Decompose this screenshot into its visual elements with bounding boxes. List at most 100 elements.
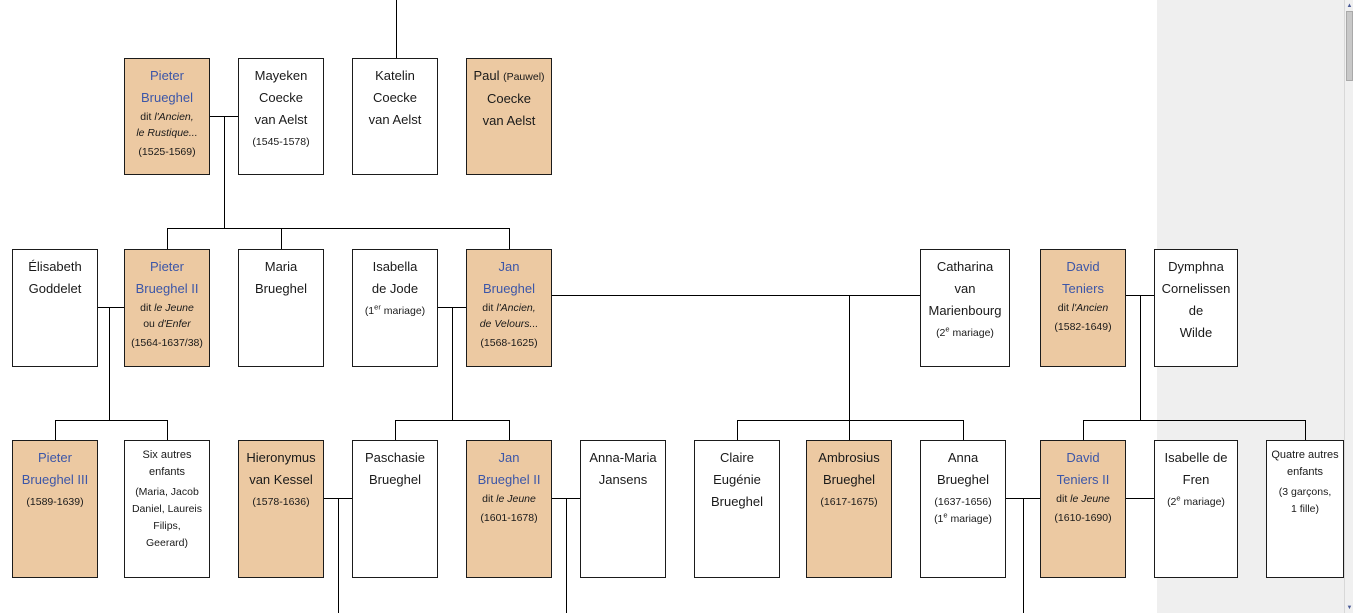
scrollbar-down-button[interactable]: ▼ xyxy=(1345,602,1353,613)
connector-line xyxy=(167,420,168,440)
person-text: (1545-1578) xyxy=(252,136,310,148)
person-link-jan-brueghel-ii[interactable]: Jan xyxy=(498,450,520,465)
connector-line xyxy=(1140,295,1141,420)
person-text: Claire xyxy=(720,450,754,465)
person-link-pieter-brueghel-iii[interactable]: Brueghel III xyxy=(21,472,89,487)
person-text: Brueghel xyxy=(710,494,764,509)
connector-line xyxy=(1023,498,1024,613)
person-link-pieter-brueghel-l-ancien[interactable]: Brueghel xyxy=(140,90,194,105)
person-text: Paul (Pauwel) xyxy=(473,68,545,83)
person-text: Cornelissen xyxy=(1161,281,1231,296)
person-text: de Velours... xyxy=(479,318,539,330)
person-text: enfants xyxy=(1286,466,1324,478)
person-text: dit le Jeune xyxy=(1056,493,1110,505)
person-text: dit l'Ancien xyxy=(1057,302,1109,314)
connector-line xyxy=(396,0,397,58)
person-text: Mayeken xyxy=(254,68,308,83)
person-text: Dymphna xyxy=(1168,259,1224,274)
person-text: le Rustique... xyxy=(136,127,198,139)
person-text: Isabella xyxy=(372,259,418,274)
person-text: van Kessel xyxy=(249,472,313,487)
vertical-scrollbar[interactable]: ▲ ▼ xyxy=(1344,0,1353,613)
connector-line xyxy=(395,420,509,421)
connector-line xyxy=(552,295,920,296)
person-link-jan-brueghel-ii[interactable]: Brueghel II xyxy=(477,472,541,487)
person-text: (1601-1678) xyxy=(480,512,538,524)
connector-line xyxy=(737,420,963,421)
person-text: Filips, xyxy=(153,520,181,532)
person-text: Élisabeth xyxy=(28,259,82,274)
connector-line xyxy=(167,228,168,249)
person-text: Brueghel xyxy=(936,472,990,487)
person-text: dit le Jeune xyxy=(140,302,194,314)
connector-line xyxy=(1083,420,1305,421)
person-text: Coecke xyxy=(486,91,532,106)
person-text: (2e mariage) xyxy=(1167,493,1225,508)
person-text: (1525-1569) xyxy=(138,146,196,158)
person-text: Catharina xyxy=(936,259,994,274)
connector-line xyxy=(55,420,167,421)
person-link-pieter-brueghel-ii[interactable]: Pieter xyxy=(150,259,184,274)
connector-line xyxy=(566,498,567,613)
person-text: Geerard) xyxy=(145,537,188,549)
person-text: Anna-Maria xyxy=(589,450,657,465)
person-text: Brueghel xyxy=(822,472,876,487)
connector-line xyxy=(849,295,850,440)
person-link-david-teniers-ii[interactable]: David xyxy=(1066,450,1100,465)
person-link-david-teniers-l-ancien[interactable]: David xyxy=(1066,259,1100,274)
connector-line xyxy=(963,420,964,440)
person-link-jan-brueghel-l-ancien[interactable]: Brueghel xyxy=(482,281,536,296)
person-link-jan-brueghel-l-ancien[interactable]: Jan xyxy=(498,259,520,274)
connector-line xyxy=(338,498,339,613)
person-text: Daniel, Laureis xyxy=(131,503,203,515)
person-text: (Maria, Jacob xyxy=(135,486,199,498)
scrollbar-thumb[interactable] xyxy=(1346,11,1353,81)
person-text: (1582-1649) xyxy=(1054,321,1112,333)
person-text: Anna xyxy=(947,450,979,465)
person-text: van Aelst xyxy=(368,112,422,127)
person-text: Six autres xyxy=(142,449,192,461)
person-text: Eugénie xyxy=(713,472,761,487)
person-text: Quatre autres xyxy=(1271,449,1339,461)
person-link-david-teniers-l-ancien[interactable]: Teniers xyxy=(1062,281,1104,296)
person-text: Isabelle de xyxy=(1164,450,1228,465)
person-text: dit l'Ancien, xyxy=(482,302,536,314)
person-text: (1589-1639) xyxy=(26,496,84,508)
person-text: Maria xyxy=(264,259,298,274)
person-link-pieter-brueghel-iii[interactable]: Pieter xyxy=(38,450,72,465)
person-text: van xyxy=(954,281,976,296)
connector-line xyxy=(1305,420,1306,440)
person-link-pieter-brueghel-l-ancien[interactable]: Pieter xyxy=(150,68,184,83)
connector-line xyxy=(395,420,396,440)
connector-line xyxy=(737,420,738,440)
scrollbar-up-button[interactable]: ▲ xyxy=(1345,0,1353,11)
person-text: (1er mariage) xyxy=(364,302,426,317)
person-text: (3 garçons, xyxy=(1278,486,1332,498)
connector-line xyxy=(452,307,453,420)
person-box-quatre-autres-enfants: Quatre autres enfants (3 garçons, 1 fille) xyxy=(1266,440,1344,578)
connector-line xyxy=(509,420,510,440)
person-text: 1 fille) xyxy=(1290,503,1319,515)
person-link-david-teniers-ii[interactable]: Teniers II xyxy=(1056,472,1110,487)
person-text: van Aelst xyxy=(254,112,308,127)
person-text: Katelin xyxy=(375,68,415,83)
connector-line xyxy=(1083,420,1084,440)
person-link-pieter-brueghel-ii[interactable]: Brueghel II xyxy=(135,281,199,296)
person-text: (1e mariage) xyxy=(934,510,992,525)
person-text: dit l'Ancien, xyxy=(140,111,194,123)
connector-line xyxy=(224,116,225,228)
person-text: (1564-1637/38) xyxy=(131,337,203,349)
